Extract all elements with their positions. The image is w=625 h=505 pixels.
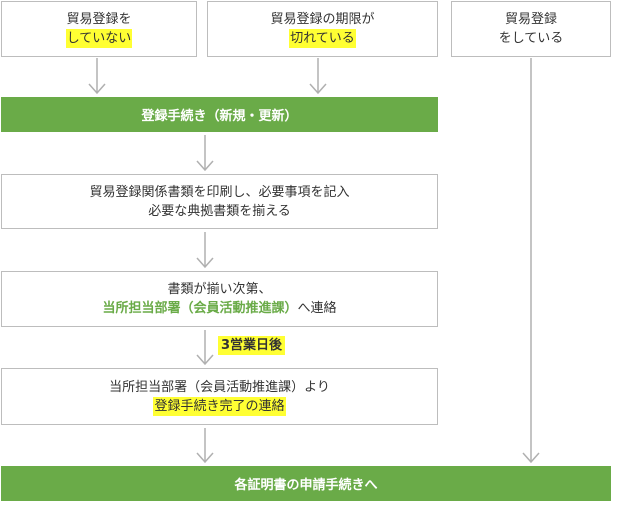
contact-line1: 書類が揃い次第、 xyxy=(167,282,272,297)
registered-line2: をしている xyxy=(498,31,564,46)
box-completion-notice: 当所担当部署（会員活動推進課）より 登録手続き完了の連絡 xyxy=(1,368,438,425)
complete-line1: 当所担当部署（会員活動推進課）より xyxy=(109,379,330,395)
arrow-registered-to-final xyxy=(522,58,540,464)
print-line2: 必要な典拠書類を揃える xyxy=(148,203,291,219)
procedure-bar: 登録手続き（新規・更新） xyxy=(1,97,438,132)
box-print-documents: 貿易登録関係書類を印刷し、必要事項を記入 必要な典拠書類を揃える xyxy=(1,174,438,229)
complete-line2: 登録手続き完了の連絡 xyxy=(153,396,286,416)
arrow-contact-to-complete xyxy=(196,330,214,366)
procedure-bar-label: 登録手続き（新規・更新） xyxy=(141,109,298,124)
box-not-registered: 貿易登録を していない xyxy=(1,1,197,57)
arrow-complete-to-final xyxy=(196,428,214,464)
box-registered: 貿易登録 をしている xyxy=(451,1,611,57)
arrow-expired-to-procedure xyxy=(309,58,327,95)
contact-line2-tail: へ連絡 xyxy=(297,301,337,316)
final-bar: 各証明書の申請手続きへ xyxy=(1,466,611,501)
print-line1: 貿易登録関係書類を印刷し、必要事項を記入 xyxy=(89,184,350,200)
arrow-procedure-to-print xyxy=(196,135,214,172)
arrow-not-registered-to-procedure xyxy=(88,58,106,95)
registered-line1: 貿易登録 xyxy=(504,12,557,27)
expired-line2: 切れている xyxy=(289,29,356,48)
box-contact-department: 書類が揃い次第、 当所担当部署（会員活動推進課）へ連絡 xyxy=(1,271,438,327)
arrow-print-to-contact xyxy=(196,232,214,269)
not-registered-line1: 貿易登録を xyxy=(66,12,132,27)
not-registered-line2: していない xyxy=(65,29,133,48)
days-badge: 3営業日後 xyxy=(218,336,286,355)
box-expired: 貿易登録の期限が 切れている xyxy=(207,1,438,57)
contact-department-name: 当所担当部署（会員活動推進課） xyxy=(102,301,298,316)
expired-line1: 貿易登録の期限が xyxy=(270,12,375,27)
final-bar-label: 各証明書の申請手続きへ xyxy=(234,478,378,493)
contact-line2: 当所担当部署（会員活動推進課）へ連絡 xyxy=(102,299,336,318)
